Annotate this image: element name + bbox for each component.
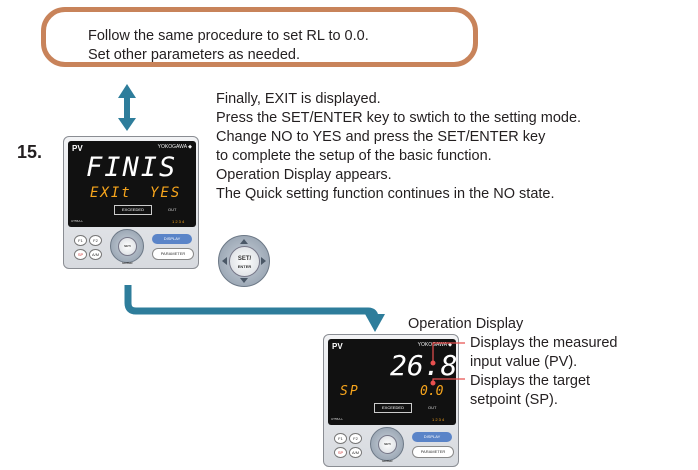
sp-description-line-2: setpoint (SP). — [470, 392, 558, 408]
model-label: UT55A-L — [331, 417, 344, 421]
arrow-ring[interactable]: SET/ ENTER — [110, 229, 144, 265]
controller-finish: PV YOKOGAWA ◆ FINIS EXIt YES EXCEEDED OU… — [63, 136, 199, 269]
instruction-line: Press the SET/ENTER key to swtich to the… — [216, 110, 582, 126]
set-enter-closeup-face[interactable]: SET/ ENTER — [229, 246, 260, 277]
sub-display-right: YES — [150, 185, 182, 201]
sp-value-display: 0.0 — [420, 384, 444, 399]
f1-key[interactable]: F1 — [74, 235, 87, 246]
model-label: UT55A-L — [71, 219, 84, 223]
pv-label: PV — [332, 342, 343, 351]
instruction-line: Change NO to YES and press the SET/ENTER… — [216, 129, 546, 145]
step-number: 15. — [17, 142, 43, 162]
led-labels: 1 2 3 4 — [432, 417, 445, 422]
instruction-line: The Quick setting function continues in … — [216, 186, 555, 202]
am-key[interactable]: A/M — [349, 447, 362, 458]
sp-description-line-1: Displays the target — [470, 373, 591, 389]
sp-key[interactable]: SP — [74, 249, 87, 260]
sp-leader-line — [432, 378, 465, 383]
f2-key[interactable]: F2 — [89, 235, 102, 246]
arrow-ring[interactable]: SET/ ENTER — [370, 427, 404, 463]
double-arrow-icon — [118, 84, 136, 131]
arrow-pad-icon — [222, 239, 266, 283]
instruction-line: Finally, EXIT is displayed. — [216, 91, 381, 107]
sp-description: Displays the target setpoint (SP). — [470, 372, 590, 410]
operation-display-title: Operation Display — [408, 316, 524, 332]
sub-display-left: EXIt — [90, 185, 132, 201]
exceeded-indicator: EXCEEDED — [374, 403, 412, 413]
exceeded-indicator: EXCEEDED — [114, 205, 152, 215]
parameter-button[interactable]: PARAMETER — [152, 248, 194, 260]
step-instructions: Finally, EXIT is displayed. Press the SE… — [216, 90, 581, 204]
display-button[interactable]: DISPLAY — [152, 234, 192, 244]
sp-label-display: SP — [340, 384, 360, 399]
set-enter-key[interactable]: SET/ ENTER — [118, 237, 137, 265]
sp-marker-dot — [430, 380, 436, 386]
sp-key[interactable]: SP — [334, 447, 347, 458]
brand-logo: YOKOGAWA ◆ — [157, 144, 192, 150]
pv-label: PV — [72, 144, 83, 153]
enter-label: ENTER — [237, 264, 252, 269]
pv-leader-line — [432, 342, 465, 363]
main-display: FINIS — [86, 152, 178, 183]
f1-key[interactable]: F1 — [334, 433, 347, 444]
out-label: OUT — [168, 207, 177, 212]
pv-marker-dot — [430, 360, 436, 366]
controller-operation: PV YOKOGAWA ◆ 26.8 SP 0.0 EXCEEDED OUT U… — [323, 334, 459, 467]
set-enter-key[interactable]: SET/ ENTER — [378, 435, 397, 463]
controller-screen: PV YOKOGAWA ◆ FINIS EXIt YES EXCEEDED OU… — [68, 141, 196, 227]
pv-description-line-1: Displays the measured — [470, 335, 618, 351]
instruction-line: to complete the setup of the basic funct… — [216, 148, 492, 164]
am-key[interactable]: A/M — [89, 249, 102, 260]
callout-line-1: Follow the same procedure to set RL to 0… — [88, 28, 369, 44]
instruction-line: Operation Display appears. — [216, 167, 392, 183]
pv-description-line-2: input value (PV). — [470, 354, 578, 370]
out-label: OUT — [428, 405, 437, 410]
parameter-button[interactable]: PARAMETER — [412, 446, 454, 458]
display-button[interactable]: DISPLAY — [412, 432, 452, 442]
set-enter-key-closeup[interactable]: SET/ ENTER — [218, 235, 270, 287]
pv-description: Displays the measured input value (PV). — [470, 334, 618, 372]
pv-value-display: 26.8 — [390, 349, 456, 382]
led-labels: 1 2 3 4 — [172, 219, 185, 224]
set-label: SET/ — [237, 256, 252, 262]
callout-line-2: Set other parameters as needed. — [88, 47, 300, 63]
callout-bubble: Follow the same procedure to set RL to 0… — [41, 7, 478, 67]
brand-logo: YOKOGAWA ◆ — [417, 342, 452, 348]
flow-arrow-icon — [124, 285, 385, 332]
f2-key[interactable]: F2 — [349, 433, 362, 444]
